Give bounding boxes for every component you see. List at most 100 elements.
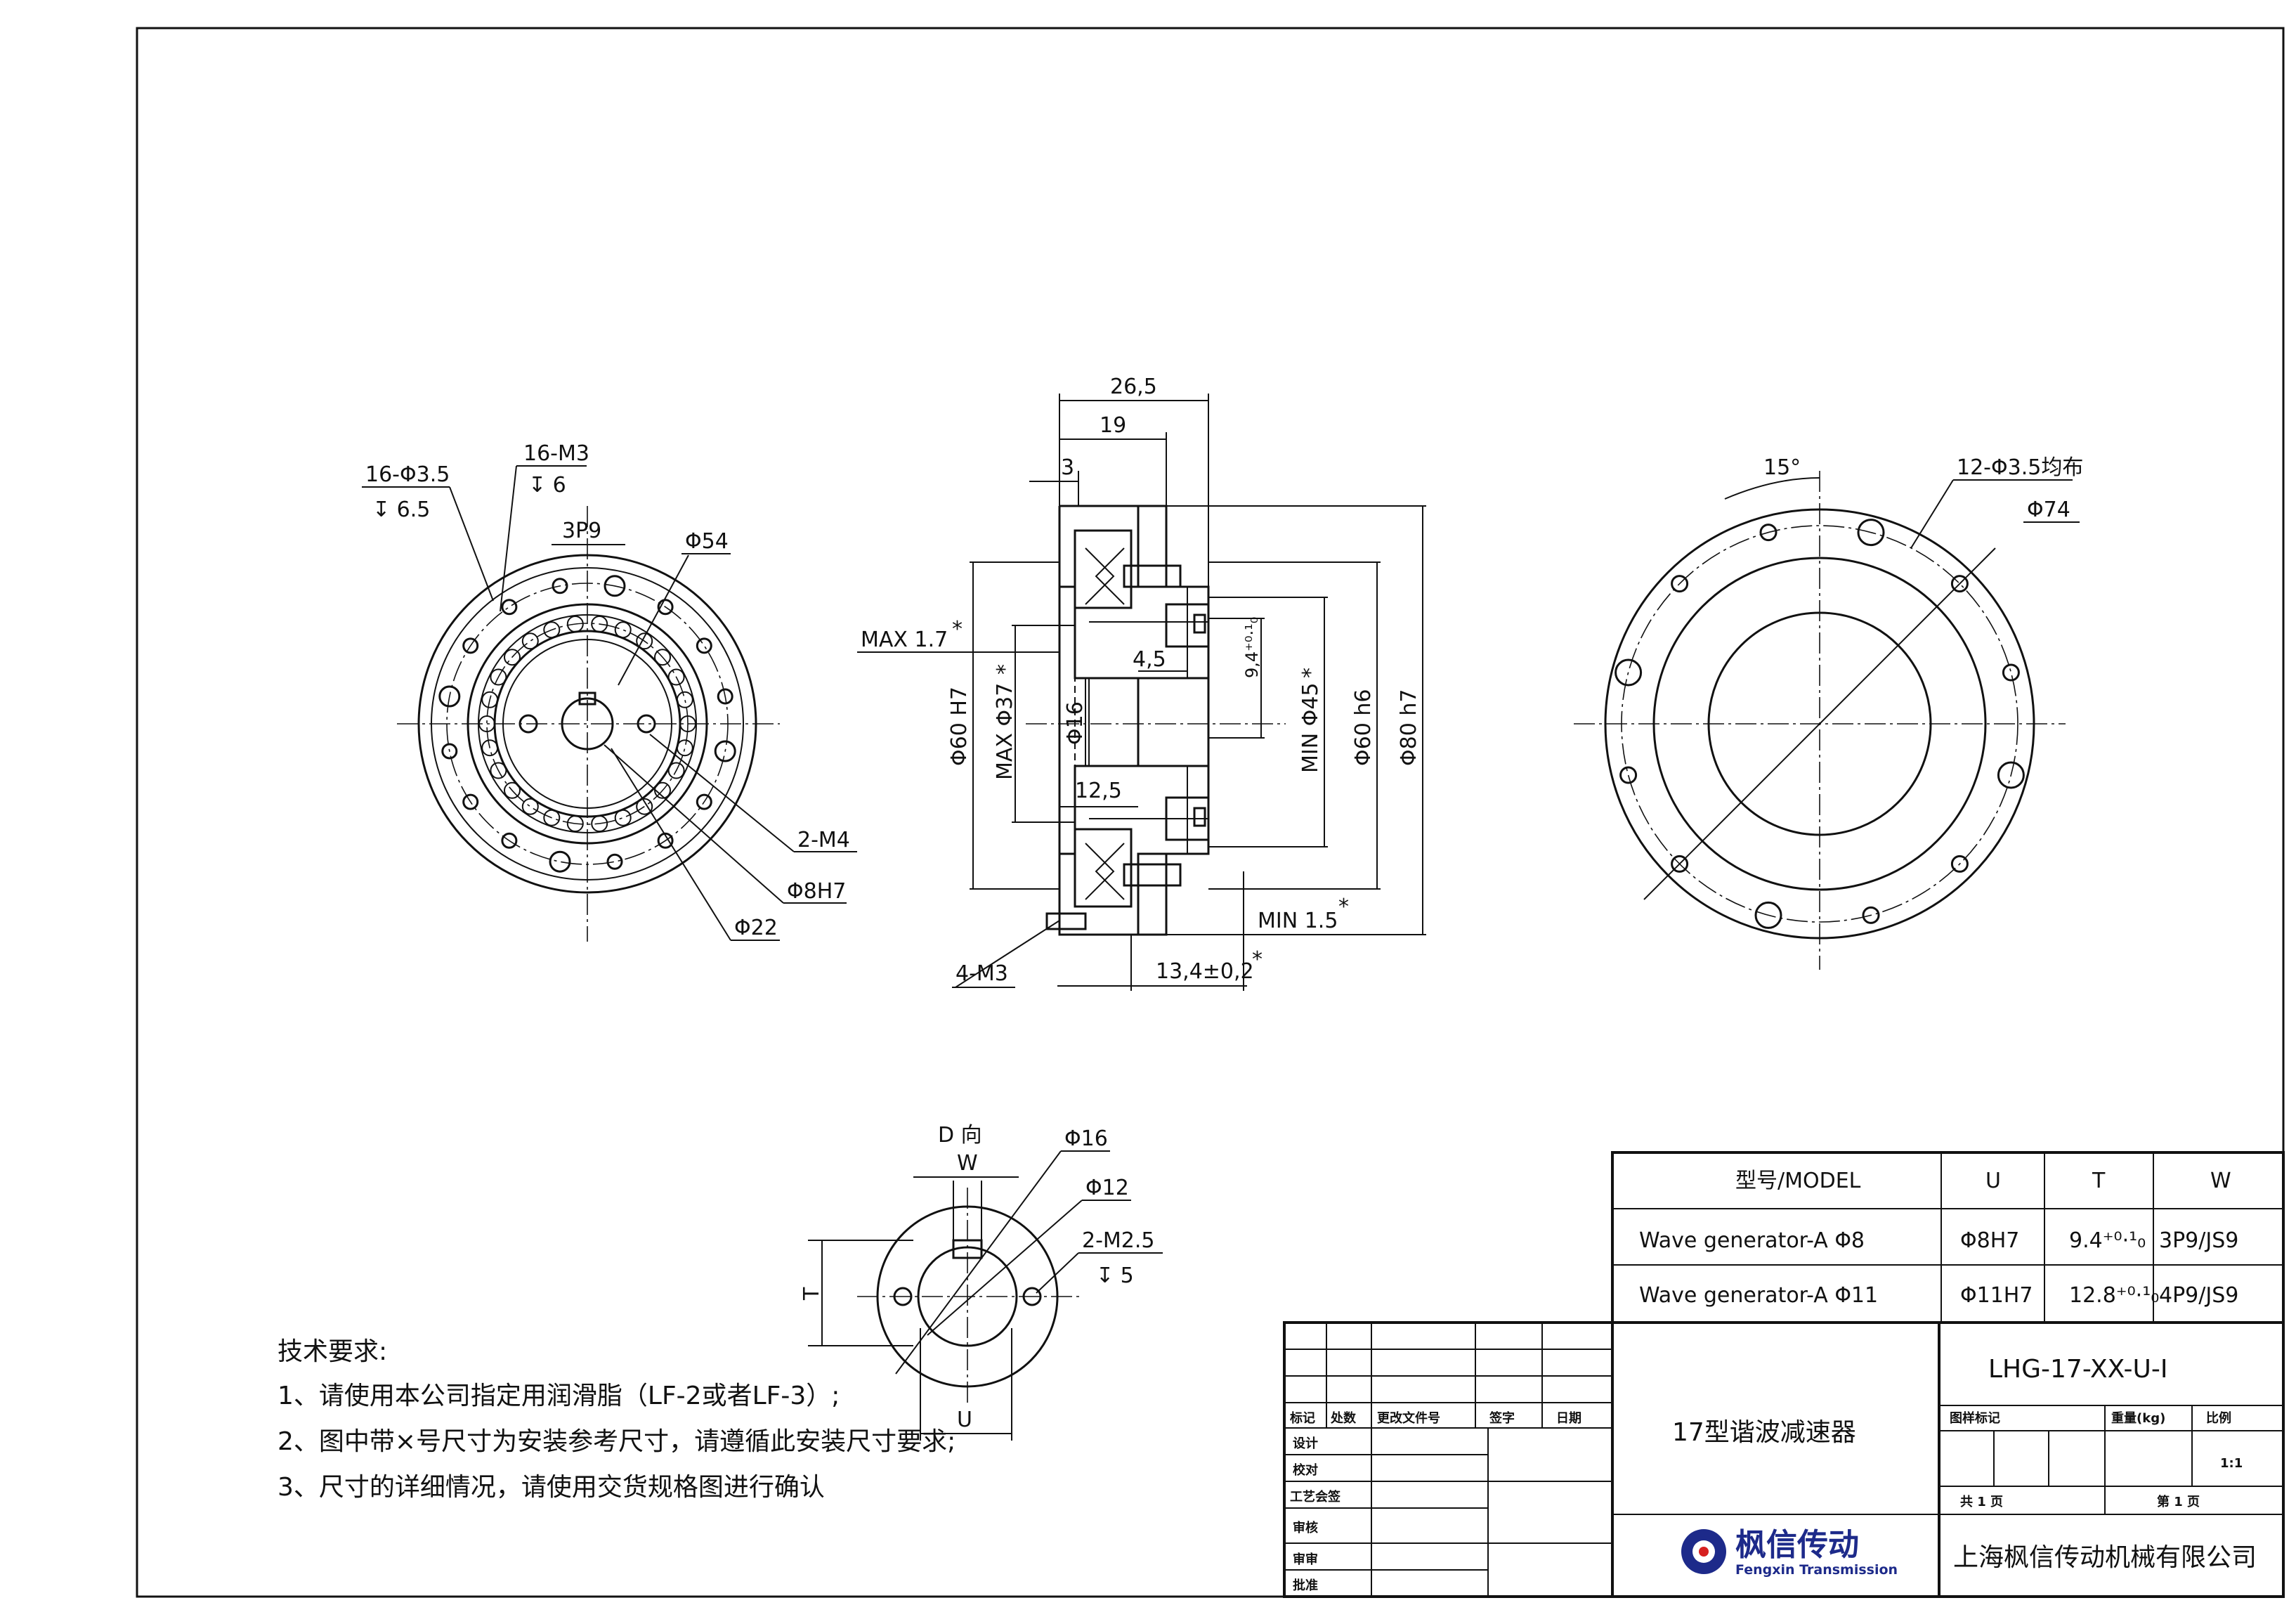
model-cell: Wave generator-A Φ11 <box>1639 1283 1878 1308</box>
title-block: 标记 处数 更改文件号 签字 日期 设计 校对 工艺会签 审核 审审 批准 17… <box>1283 1321 2285 1598</box>
bearing-ball <box>566 616 584 632</box>
revision-label: 签字 <box>1489 1410 1515 1426</box>
front-keyway-label: 3P9 <box>562 519 601 543</box>
front-pcd-label: Φ54 <box>685 529 729 554</box>
detail-d16-label: Φ16 <box>1064 1126 1108 1151</box>
section-max-d37-star: * <box>993 664 1017 675</box>
mounting-hole <box>606 853 623 870</box>
rear-angle-label: 15° <box>1763 455 1801 480</box>
bearing-ball <box>490 762 507 779</box>
mounting-hole <box>1997 761 2025 789</box>
front-view-labels: 16-Φ3.5 ↧ 6.5 16-M3 ↧ 6 3P9 Φ54 2-M4 Φ8H… <box>362 441 857 941</box>
bearing-ball <box>481 691 499 708</box>
section-min-d45: MIN Φ45 <box>1298 683 1323 774</box>
role-label: 审核 <box>1293 1520 1318 1535</box>
revision-label: 处数 <box>1330 1410 1357 1426</box>
section-w-13-4-star: * <box>1252 947 1263 972</box>
section-d80-h7: Φ80 h7 <box>1397 689 1421 766</box>
bearing-ball <box>543 621 561 639</box>
detail-view: D 向 W T U Φ16 Φ12 2-M2.5 ↧ 5 <box>800 1123 1163 1441</box>
mounting-hole <box>696 637 712 654</box>
model-header: 型号/MODEL <box>1735 1169 1861 1193</box>
front-hub-label: Φ22 <box>734 916 778 940</box>
role-label: 设计 <box>1293 1436 1318 1451</box>
section-width-3: 3 <box>1061 455 1074 480</box>
model-cell: 12.8⁺⁰·¹₀ <box>2069 1283 2159 1308</box>
mounting-hole <box>714 740 736 762</box>
model-header: T <box>2092 1169 2106 1193</box>
bearing-ball <box>521 798 539 815</box>
note-item: 3、尺寸的详细情况，请使用交货规格图进行确认 <box>278 1473 825 1502</box>
section-d60-h6: Φ60 h6 <box>1351 689 1376 766</box>
attr-label: 比例 <box>2206 1410 2231 1426</box>
company-logo: 枫信传动 Fengxin Transmission <box>1681 1527 1898 1578</box>
bearing-ball <box>490 668 507 686</box>
mounting-hole <box>657 599 674 616</box>
note-item: 2、图中带×号尺寸为安装参考尺寸，请遵循此安装尺寸要求; <box>278 1427 955 1456</box>
mounting-hole <box>1671 575 1689 593</box>
bearing-ball <box>504 649 521 666</box>
mounting-hole <box>604 575 626 597</box>
section-min-gap-star: * <box>1338 895 1349 919</box>
mounting-hole <box>657 832 674 849</box>
mounting-hole <box>441 743 458 760</box>
mounting-hole <box>462 793 479 810</box>
bearing-ball <box>614 809 632 826</box>
drawing-border <box>136 27 2285 1598</box>
model-cell: 3P9/JS9 <box>2159 1228 2238 1253</box>
mounting-hole <box>1862 906 1880 924</box>
bearing-ball <box>481 739 499 757</box>
bearing-ball <box>566 815 584 832</box>
detail-title: D 向 <box>938 1123 982 1148</box>
mounting-hole <box>1615 658 1643 687</box>
detail-depth-label: ↧ 5 <box>1096 1264 1134 1288</box>
rear-view <box>1574 471 2066 970</box>
revision-label: 标记 <box>1289 1410 1315 1426</box>
logo-en: Fengxin Transmission <box>1735 1562 1898 1578</box>
mounting-hole <box>717 688 733 705</box>
mounting-hole <box>552 578 568 595</box>
model-cell: Φ8H7 <box>1960 1228 2019 1253</box>
section-w-4-5: 4,5 <box>1133 647 1166 672</box>
front-hole-a-depth: ↧ 6.5 <box>372 498 430 522</box>
detail-d12-label: Φ12 <box>1085 1176 1129 1200</box>
bearing-ball <box>636 632 653 650</box>
role-label: 审审 <box>1293 1552 1318 1567</box>
mounting-hole <box>1857 519 1885 547</box>
role-label: 批准 <box>1293 1578 1318 1593</box>
drawing-name: 17型谐波减速器 <box>1672 1418 1856 1447</box>
bearing-ball <box>521 632 539 650</box>
bearing-ball <box>676 739 693 757</box>
attr-label: 重量(kg) <box>2111 1410 2165 1426</box>
mounting-hole <box>501 599 518 616</box>
bearing-ball <box>591 815 608 832</box>
mounting-hole <box>1950 855 1969 873</box>
note-item: 1、请使用本公司指定用润滑脂（LF-2或者LF-3）; <box>278 1382 840 1410</box>
revision-label: 更改文件号 <box>1377 1410 1440 1426</box>
role-label: 工艺会签 <box>1290 1489 1341 1505</box>
attr-label: 图样标记 <box>1950 1410 2000 1426</box>
front-hole-b-label: 16-M3 <box>523 441 589 466</box>
detail-w-label: W <box>957 1151 978 1176</box>
bearing-ball <box>504 781 521 799</box>
role-label: 校对 <box>1293 1462 1318 1478</box>
bearing-ball <box>679 715 696 732</box>
section-max-gap: MAX 1.7 <box>861 628 948 652</box>
section-w-13-4: 13,4±0,2 <box>1156 959 1254 984</box>
notes-title: 技术要求: <box>278 1337 387 1366</box>
front-tapped-label: 2-M4 <box>797 828 850 852</box>
mounting-hole <box>1754 901 1782 929</box>
mounting-hole <box>549 850 571 873</box>
sheet-number: 第 1 页 <box>2157 1494 2200 1509</box>
scale-value: 1:1 <box>2220 1456 2243 1471</box>
model-header: U <box>1985 1169 2001 1193</box>
section-width-total: 26,5 <box>1110 375 1157 399</box>
section-width-19: 19 <box>1100 413 1126 438</box>
mounting-hole <box>1671 855 1689 873</box>
mounting-hole <box>696 793 712 810</box>
section-min-gap: MIN 1.5 <box>1258 909 1338 933</box>
bearing-ball <box>676 691 693 708</box>
section-d60-h7: Φ60 H7 <box>947 687 972 766</box>
model-header: W <box>2210 1169 2231 1193</box>
